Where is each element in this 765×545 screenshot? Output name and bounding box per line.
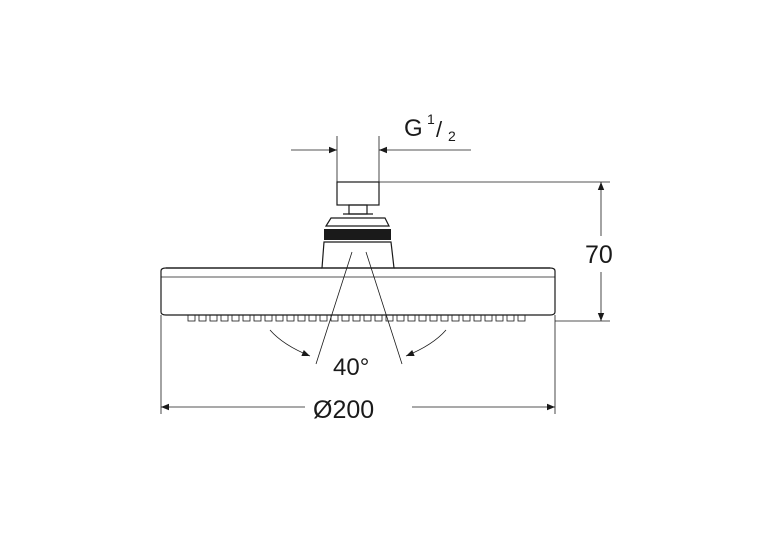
thread-label-numerator: 1 <box>427 111 435 127</box>
nozzle <box>374 314 383 322</box>
nozzle <box>330 314 339 322</box>
nozzle <box>462 314 471 322</box>
thread-label-slash: / <box>436 117 443 142</box>
nozzle <box>220 314 229 322</box>
diameter-label: Ø200 <box>313 396 374 424</box>
thread-label: G 1 / 2 <box>404 111 456 144</box>
nozzle <box>209 314 218 322</box>
nozzle <box>319 314 328 322</box>
diameter-dimension <box>160 315 556 414</box>
height-dimension <box>379 181 610 322</box>
nozzle <box>429 314 438 322</box>
nozzle <box>473 314 482 322</box>
nozzle <box>440 314 449 322</box>
nozzle <box>495 314 504 322</box>
nozzle <box>407 314 416 322</box>
nozzle <box>231 314 240 322</box>
nozzle <box>187 314 196 322</box>
nozzle <box>297 314 306 322</box>
nozzle <box>198 314 207 322</box>
thread-dimension <box>291 136 471 182</box>
nozzle-row <box>187 314 526 322</box>
nozzle <box>506 314 515 322</box>
nozzle <box>363 314 372 322</box>
shower-head-body <box>160 267 556 316</box>
ball-joint <box>321 217 395 269</box>
nozzle <box>517 314 526 322</box>
nozzle <box>484 314 493 322</box>
nozzle <box>308 314 317 322</box>
nut-band <box>324 229 391 240</box>
height-label: 70 <box>585 241 613 269</box>
nozzle <box>451 314 460 322</box>
nozzle <box>418 314 427 322</box>
nozzle <box>396 314 405 322</box>
spray-angle-lines <box>269 251 447 365</box>
thread-connector <box>336 181 380 215</box>
nozzle <box>286 314 295 322</box>
nozzle <box>253 314 262 322</box>
nozzle <box>264 314 273 322</box>
nozzle <box>385 314 394 322</box>
nozzle <box>352 314 361 322</box>
nozzle <box>275 314 284 322</box>
angle-label: 40° <box>333 354 369 381</box>
nozzle <box>242 314 251 322</box>
thread-label-main: G <box>404 115 423 142</box>
thread-label-denominator: 2 <box>448 128 456 144</box>
nozzle <box>341 314 350 322</box>
